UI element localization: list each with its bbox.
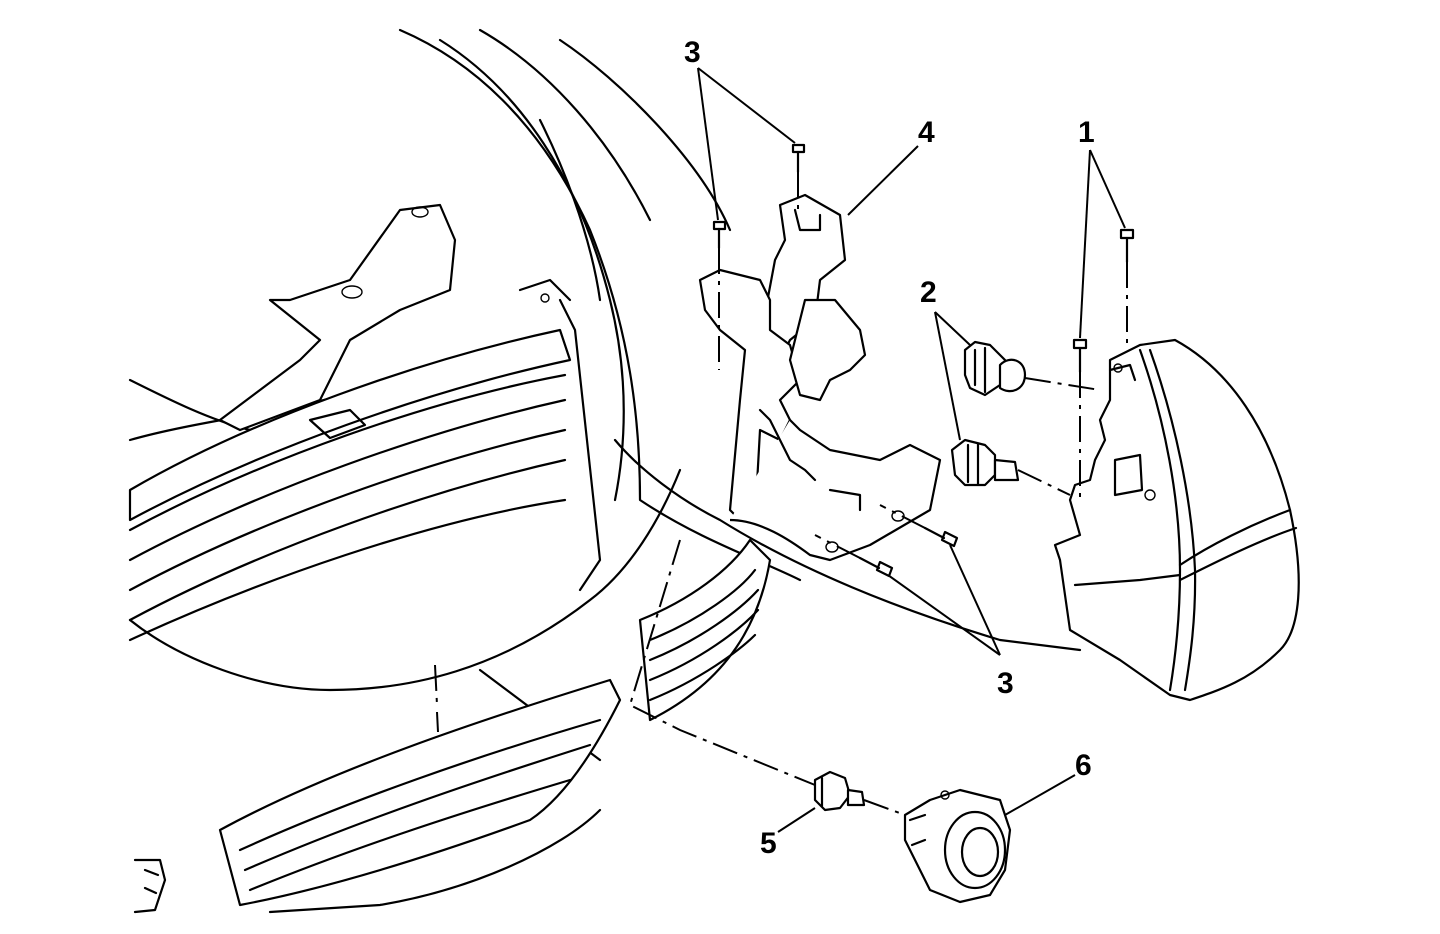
grille-bracket (218, 203, 457, 440)
screw-1b (1072, 338, 1088, 374)
callout-4: 4 (918, 116, 935, 149)
callout-5: 5 (760, 827, 777, 860)
screw-1a (1119, 228, 1135, 264)
callout-2: 2 (920, 276, 937, 309)
callout-1: 1 (1078, 116, 1095, 149)
headlamp-mount-bracket (698, 193, 942, 562)
screw-3d (858, 556, 894, 578)
callout-leaders (697, 67, 1126, 833)
lower-grille (133, 678, 622, 914)
installation-lines (434, 172, 1128, 816)
callout-3-bottom: 3 (997, 667, 1014, 700)
upper-grille (128, 278, 602, 642)
callout-3-top: 3 (684, 36, 701, 69)
fog-lamp-bulb (813, 770, 866, 812)
fog-lamp (903, 788, 1012, 904)
front-fascia (128, 28, 1082, 914)
screw-3a (791, 143, 806, 174)
screw-3c (923, 526, 959, 548)
side-grille-insert (638, 538, 772, 722)
headlamp-assembly (1053, 338, 1300, 702)
screw-3b (712, 220, 727, 250)
headlamp-bulb (950, 438, 1020, 487)
turn-signal-bulb (963, 340, 1027, 397)
callout-6: 6 (1075, 749, 1092, 782)
